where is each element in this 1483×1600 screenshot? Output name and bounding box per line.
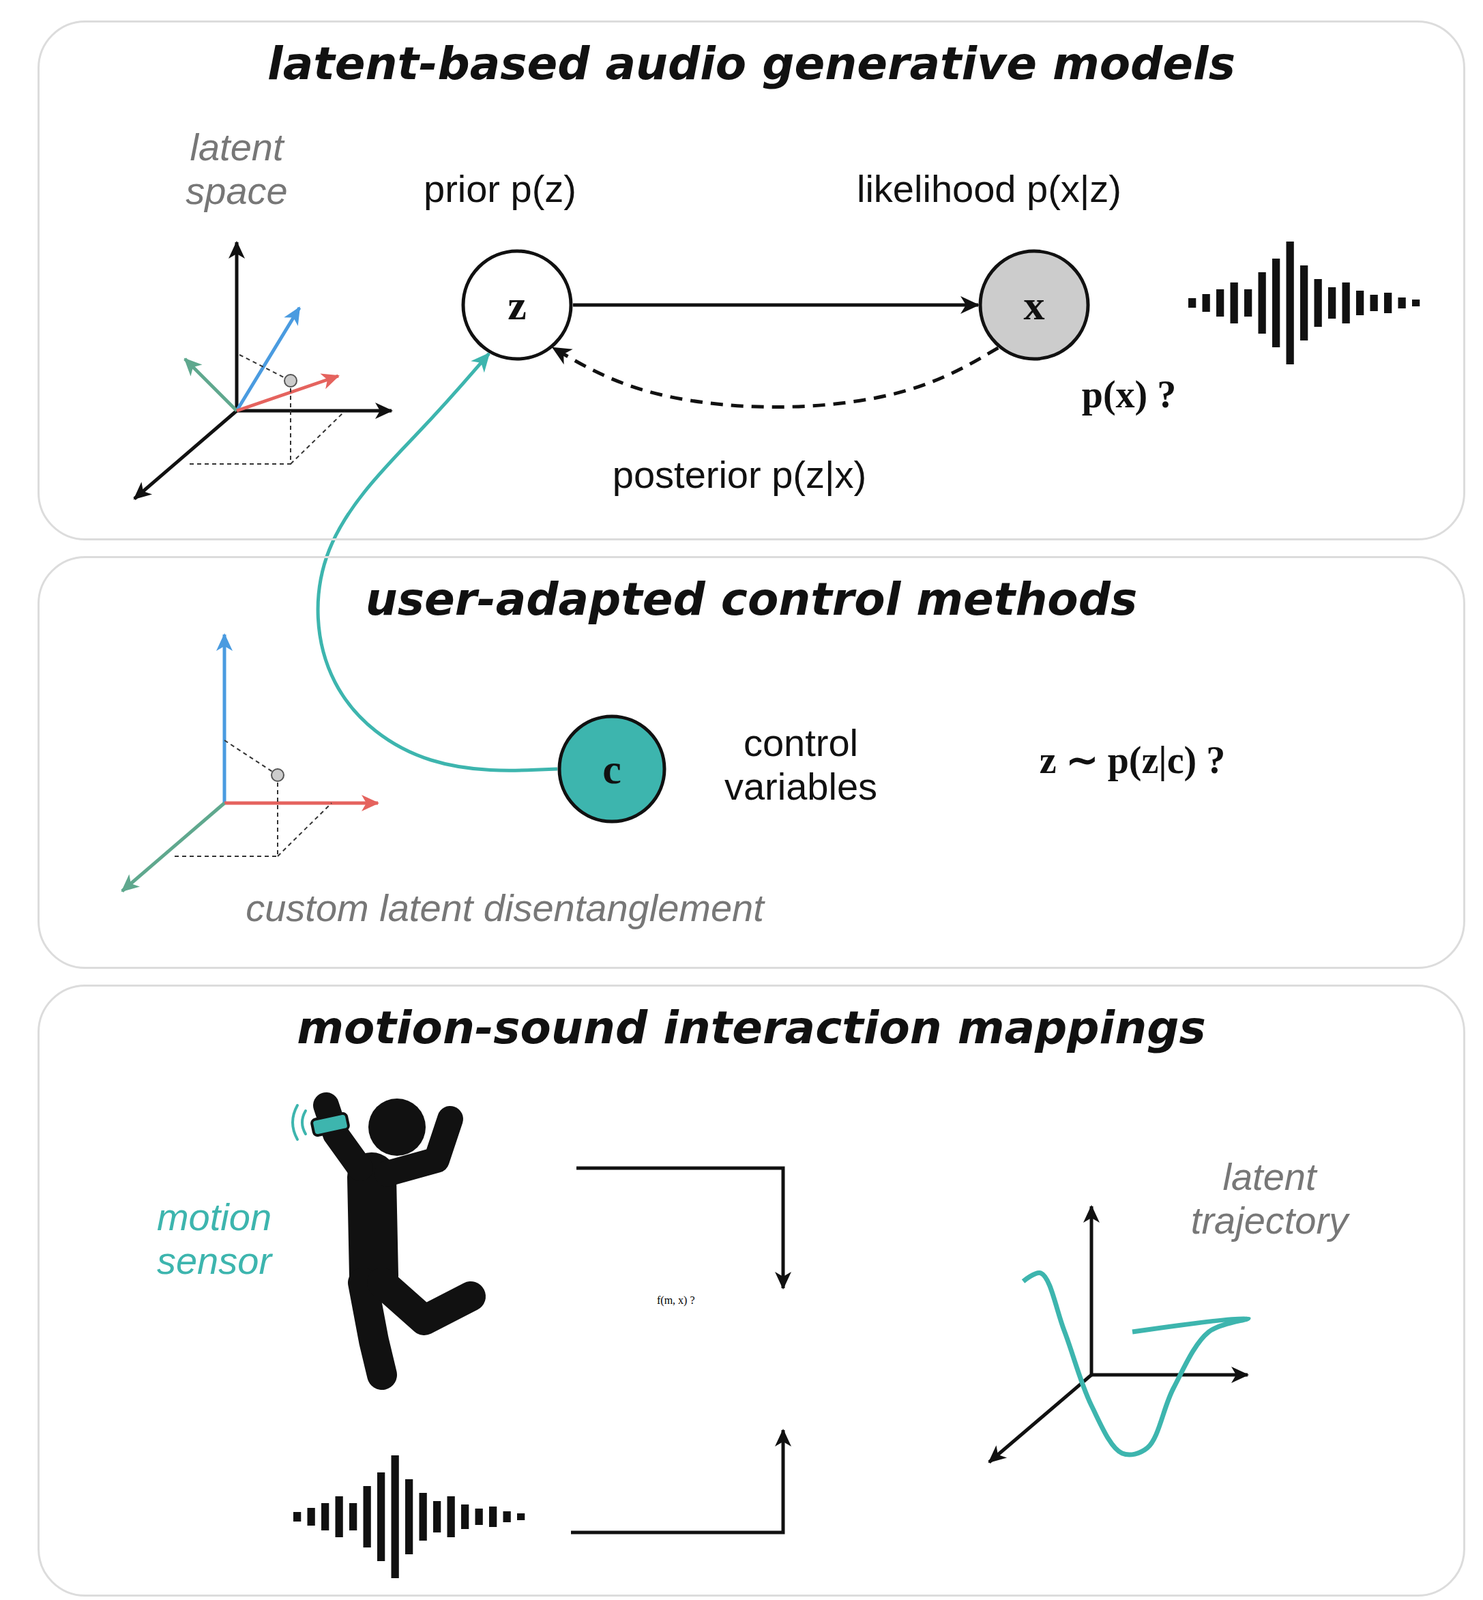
edge-label: posterior p(z|x) xyxy=(608,452,871,497)
annotation-label: p(x) ? xyxy=(1081,372,1177,417)
connector-arrow xyxy=(317,353,558,771)
circle-shape xyxy=(463,251,571,359)
circle-shape xyxy=(980,251,1089,359)
annotation-label: latent trajectory xyxy=(1156,1154,1383,1243)
node-label: c xyxy=(602,744,622,794)
latent-trajectory-curve xyxy=(1023,1272,1249,1455)
panel-heading: motion-sound interaction mappings xyxy=(39,1001,1464,1054)
dancer-figure xyxy=(292,1098,471,1375)
annotation-label: motion sensor xyxy=(132,1195,297,1284)
connector-arrow xyxy=(573,303,979,307)
audio-waveform xyxy=(1188,241,1420,365)
connector-arrow xyxy=(553,347,999,408)
node-label: z xyxy=(507,281,527,330)
latent-axes xyxy=(134,242,392,499)
annotation-label: likelihood p(x|z) xyxy=(856,167,1122,211)
variable-circle: z xyxy=(461,248,574,361)
annotation-label: control variables xyxy=(698,721,904,810)
variable-circle: x xyxy=(978,248,1091,361)
audio-waveform xyxy=(293,1455,525,1578)
panel-heading: user-adapted control methods xyxy=(39,573,1464,626)
variable-circle: c xyxy=(557,714,667,824)
section-panel: motion-sound interaction mappings f(m, x)… xyxy=(37,984,1466,1597)
function-box: f(m, x) ? xyxy=(656,1294,914,1428)
annotation-label: latent space xyxy=(154,125,319,214)
node-label: x xyxy=(1023,281,1046,330)
disentangled-axes xyxy=(122,634,378,891)
annotation-label: custom latent disentanglement xyxy=(245,886,765,930)
node-label: f(m, x) ? xyxy=(656,1294,914,1307)
circle-shape xyxy=(559,716,665,822)
input-wires xyxy=(570,1167,784,1533)
panel-heading: latent-based audio generative models xyxy=(39,37,1464,91)
annotation-label: prior p(z) xyxy=(423,167,577,211)
annotation-label: z ∼ p(z|c) ? xyxy=(1039,738,1226,782)
